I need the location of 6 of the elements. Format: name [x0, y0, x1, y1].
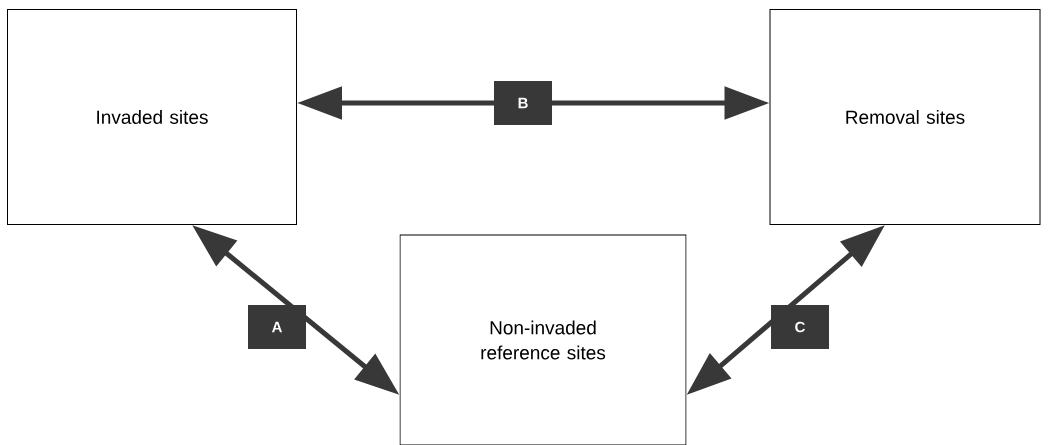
- edge-label: C: [771, 305, 829, 349]
- site-box: Non-invaded reference sites: [399, 234, 687, 445]
- edge-label: A: [248, 305, 306, 349]
- site-box: Invaded sites: [7, 9, 297, 225]
- site-box: Removal sites: [769, 9, 1041, 225]
- edge-label: B: [494, 81, 552, 125]
